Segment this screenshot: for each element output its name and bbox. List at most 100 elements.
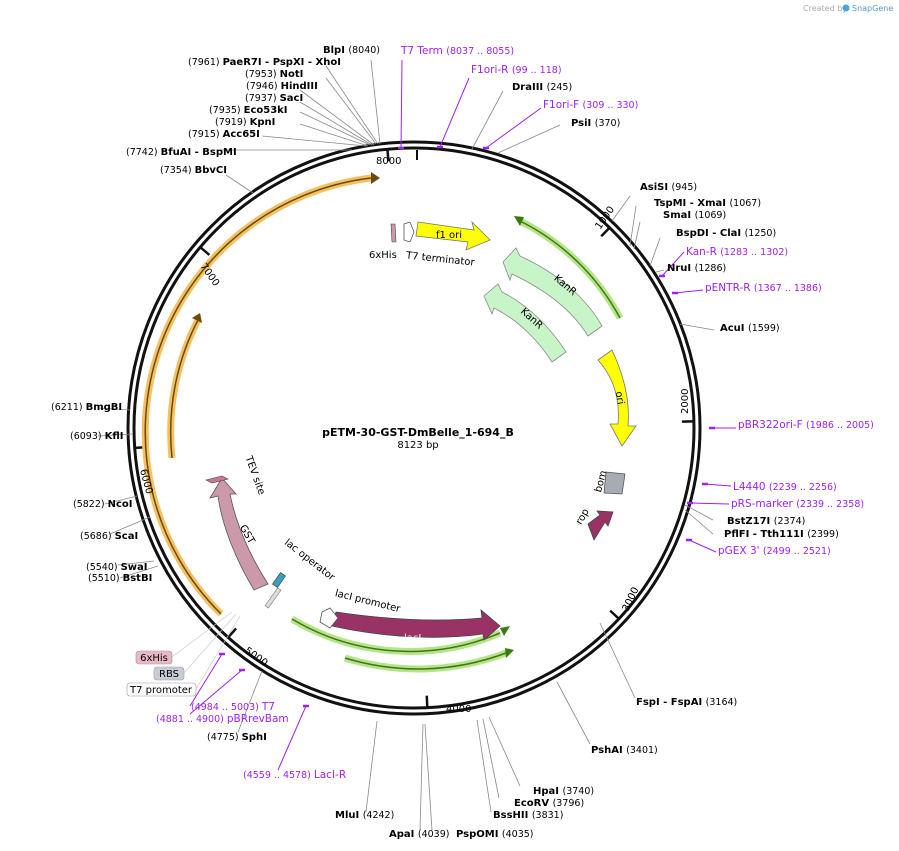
site-leader-paer7i-pspxi-xhoi: [325, 65, 379, 145]
site-bmgbi: (6211) BmgBI: [51, 402, 122, 413]
site-bfuai-bspmi: (7742) BfuAI - BspMI: [126, 147, 237, 158]
site-leader-kpni: [299, 123, 369, 147]
svg-text:(6093) KflI: (6093) KflI: [70, 431, 124, 442]
site-bstz17i: BstZ17I (2374): [727, 516, 805, 527]
site-tspmi-xmai: TspMI - XmaI (1067): [654, 198, 761, 209]
green-track-laci-inner-arrow: [505, 648, 514, 658]
site-leader-acc65i: [261, 135, 367, 147]
svg-text:DraIII (245): DraIII (245): [512, 82, 572, 93]
orange-track-outer: [141, 174, 372, 617]
svg-text:pGEX 3' (2499 .. 2521): pGEX 3' (2499 .. 2521): [718, 545, 831, 557]
svg-text:T7 promoter: T7 promoter: [129, 685, 193, 696]
site-acui: AcuI (1599): [720, 323, 780, 334]
site-leader-apai: [419, 723, 424, 831]
primer-prs-marker: pRS-marker (2339 .. 2358): [731, 498, 864, 510]
site-leader-sphi: [237, 670, 263, 733]
site-paer7i-pspxi-xhoi: (7961) PaeR7I - PspXI - XhoI: [188, 57, 341, 68]
kanr-feature-outer: [502, 247, 603, 337]
rop-feature: [587, 510, 614, 541]
svg-text:BlpI (8040): BlpI (8040): [323, 45, 380, 56]
svg-text:SmaI (1069): SmaI (1069): [663, 210, 726, 221]
credit-prefix: Created by: [803, 4, 847, 13]
tick-5000: [227, 627, 238, 638]
svg-text:FspI - FspAI (3164): FspI - FspAI (3164): [636, 697, 737, 708]
svg-text:(7919) KpnI: (7919) KpnI: [215, 117, 275, 128]
site-leader-mlui: [365, 720, 378, 813]
tick-1000: [600, 227, 610, 238]
tick-label-8000: 8000: [376, 156, 401, 167]
site-leader-saci: [299, 101, 373, 146]
cluster-mark-1: [264, 587, 282, 609]
site-leader-bsshii: [476, 719, 492, 813]
svg-text:pRS-marker (2339 .. 2358): pRS-marker (2339 .. 2358): [731, 498, 864, 510]
site-bspdi-clai: BspDI - ClaI (1250): [676, 228, 776, 239]
site-leader-psii: [497, 124, 561, 154]
green-track-kan-arrow: [514, 216, 524, 226]
site-leader-pspomi: [424, 723, 433, 831]
svg-text:(7742) BfuAI - BspMI: (7742) BfuAI - BspMI: [126, 147, 237, 158]
site-ecorv: EcoRV (3796): [514, 798, 584, 809]
t7-terminator-label: T7 terminator: [404, 250, 475, 268]
svg-text:PsiI (370): PsiI (370): [571, 118, 620, 129]
site-smai: SmaI (1069): [663, 210, 726, 221]
svg-text:BspDI - ClaI (1250): BspDI - ClaI (1250): [676, 228, 776, 239]
site-bstbi: (5510) BstBI: [88, 573, 152, 584]
svg-text:Kan-R (1283 .. 1302): Kan-R (1283 .. 1302): [686, 246, 788, 258]
tev-site-feature: [205, 475, 229, 484]
site-sphi: (4775) SphI: [207, 732, 267, 743]
site-leader-blpi: [370, 59, 381, 145]
primer-leader-pgex-3: [688, 539, 717, 553]
backbone-outer-ring: [126, 140, 702, 716]
site-leader-smai: [633, 221, 641, 250]
svg-text:MluI (4242): MluI (4242): [335, 810, 394, 821]
primer-kan-r: Kan-R (1283 .. 1302): [686, 246, 788, 258]
primer-leader-pentr-r: [674, 289, 704, 294]
svg-text:PspOMI (4035): PspOMI (4035): [456, 829, 534, 840]
svg-text:PflFI - Tth111I (2399): PflFI - Tth111I (2399): [724, 529, 839, 540]
site-noti: (7953) NotI: [245, 69, 303, 80]
orange-track-inner-arrow: [192, 313, 202, 323]
svg-text:pENTR-R (1367 .. 1386): pENTR-R (1367 .. 1386): [705, 282, 822, 294]
site-fspi-fspai: FspI - FspAI (3164): [636, 697, 737, 708]
site-leader-draiii: [471, 90, 504, 150]
bom-feature: [603, 471, 626, 495]
primer-pbr322ori-f: pBR322ori-F (1986 .. 2005): [738, 419, 874, 431]
orange-track-outer-arrow: [371, 172, 380, 184]
site-apai: ApaI (4039): [389, 829, 449, 840]
site-blpi: BlpI (8040): [323, 45, 380, 56]
site-leader-nrui: [655, 269, 665, 273]
primer-leader-kan-r: [661, 251, 685, 277]
tev-site-label: TEV site: [242, 454, 267, 497]
primer-f1ori-f: F1ori-F (309 .. 330): [543, 99, 638, 111]
site-leader-bstz17i: [684, 504, 714, 521]
ori-label: ori: [613, 391, 626, 406]
primer-l4440: L4440 (2239 .. 2256): [733, 481, 837, 493]
f1-ori-label: f1 ori: [436, 230, 462, 241]
site-saci: (7937) SacI: [245, 93, 303, 104]
site-leader-tspmi-xmai: [629, 205, 637, 247]
tick-label-3000: 3000: [621, 586, 642, 614]
primer-pbrrevbam: (4881 .. 4900) pBRrevBam: [156, 713, 289, 725]
tick-4000: [425, 695, 429, 707]
svg-text:(7946) HindIII: (7946) HindIII: [246, 81, 318, 92]
site-ncoi: (5822) NcoI: [73, 499, 133, 510]
site-pspomi: PspOMI (4035): [456, 829, 534, 840]
lac-operator-label: lac operator: [282, 537, 337, 584]
laci-feature: [331, 609, 501, 641]
svg-text:RBS: RBS: [159, 669, 179, 680]
box-t7-promoter: T7 promoter: [126, 682, 197, 697]
svg-text:(5540) SwaI: (5540) SwaI: [86, 562, 148, 573]
svg-text:(5510) BstBI: (5510) BstBI: [88, 573, 152, 584]
laci-promoter-feature: [319, 607, 339, 629]
svg-text:ApaI (4039): ApaI (4039): [389, 829, 449, 840]
svg-text:PshAI (3401): PshAI (3401): [591, 745, 658, 756]
site-leader-bmgbi: [97, 407, 131, 411]
svg-text:HpaI (3740): HpaI (3740): [533, 786, 594, 797]
site-psii: PsiI (370): [571, 118, 620, 129]
site-leader-lines: [97, 59, 715, 831]
svg-text:TspMI - XmaI (1067): TspMI - XmaI (1067): [654, 198, 761, 209]
site-nrui: NruI (1286): [667, 263, 726, 274]
plasmid-name: pETM-30-GST-DmBelle_1-694_B: [322, 426, 514, 439]
site-bsshii: BssHII (3831): [493, 810, 563, 821]
